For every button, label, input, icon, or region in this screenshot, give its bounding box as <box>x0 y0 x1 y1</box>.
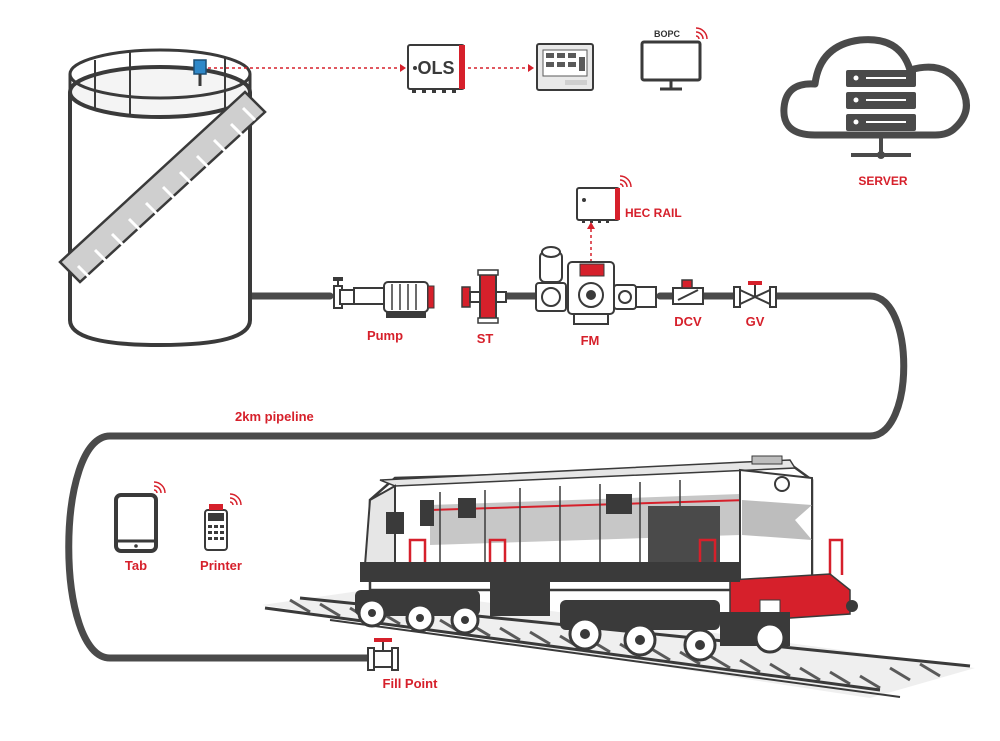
locomotive-icon <box>355 455 858 662</box>
printer-icon <box>204 504 228 551</box>
gate-valve-icon <box>733 281 777 308</box>
strainer-icon <box>461 269 507 324</box>
dcv-label: DCV <box>674 314 702 329</box>
cloud-server-icon <box>780 36 970 159</box>
bopc-label: BOPC <box>654 29 681 39</box>
display-unit-icon <box>536 43 594 91</box>
level-sensor-icon <box>193 59 207 86</box>
fill-valve-icon <box>367 638 399 671</box>
pipeline-label: 2km pipeline <box>235 409 314 424</box>
gv-label: GV <box>746 314 765 329</box>
monitor-icon <box>640 40 702 91</box>
tab-label: Tab <box>125 558 147 573</box>
hec-rail-label: HEC RAIL <box>625 206 682 220</box>
check-valve-icon <box>672 279 704 305</box>
pump-icon <box>333 277 435 318</box>
pipeline <box>65 292 908 662</box>
arrow-right-icon <box>400 64 406 72</box>
st-label: ST <box>477 331 494 346</box>
fm-label: FM <box>581 333 600 348</box>
hec-rail-box-icon <box>576 187 620 223</box>
ols-controller-icon: OLS <box>407 44 465 93</box>
staircase <box>58 90 270 284</box>
wifi-icon <box>229 493 242 506</box>
wifi-icon <box>695 27 708 40</box>
pump-label: Pump <box>367 328 403 343</box>
wifi-icon <box>153 481 166 494</box>
flow-meter-icon <box>535 246 657 325</box>
arrow-right-icon <box>528 64 534 72</box>
ols-label: OLS <box>417 58 454 78</box>
fill-point-label: Fill Point <box>383 676 439 691</box>
tank-icon <box>58 48 270 348</box>
printer-label: Printer <box>200 558 242 573</box>
tablet-icon <box>114 493 158 553</box>
wifi-icon <box>619 175 632 188</box>
server-label: SERVER <box>858 174 907 188</box>
arrow-up-icon <box>587 222 595 229</box>
